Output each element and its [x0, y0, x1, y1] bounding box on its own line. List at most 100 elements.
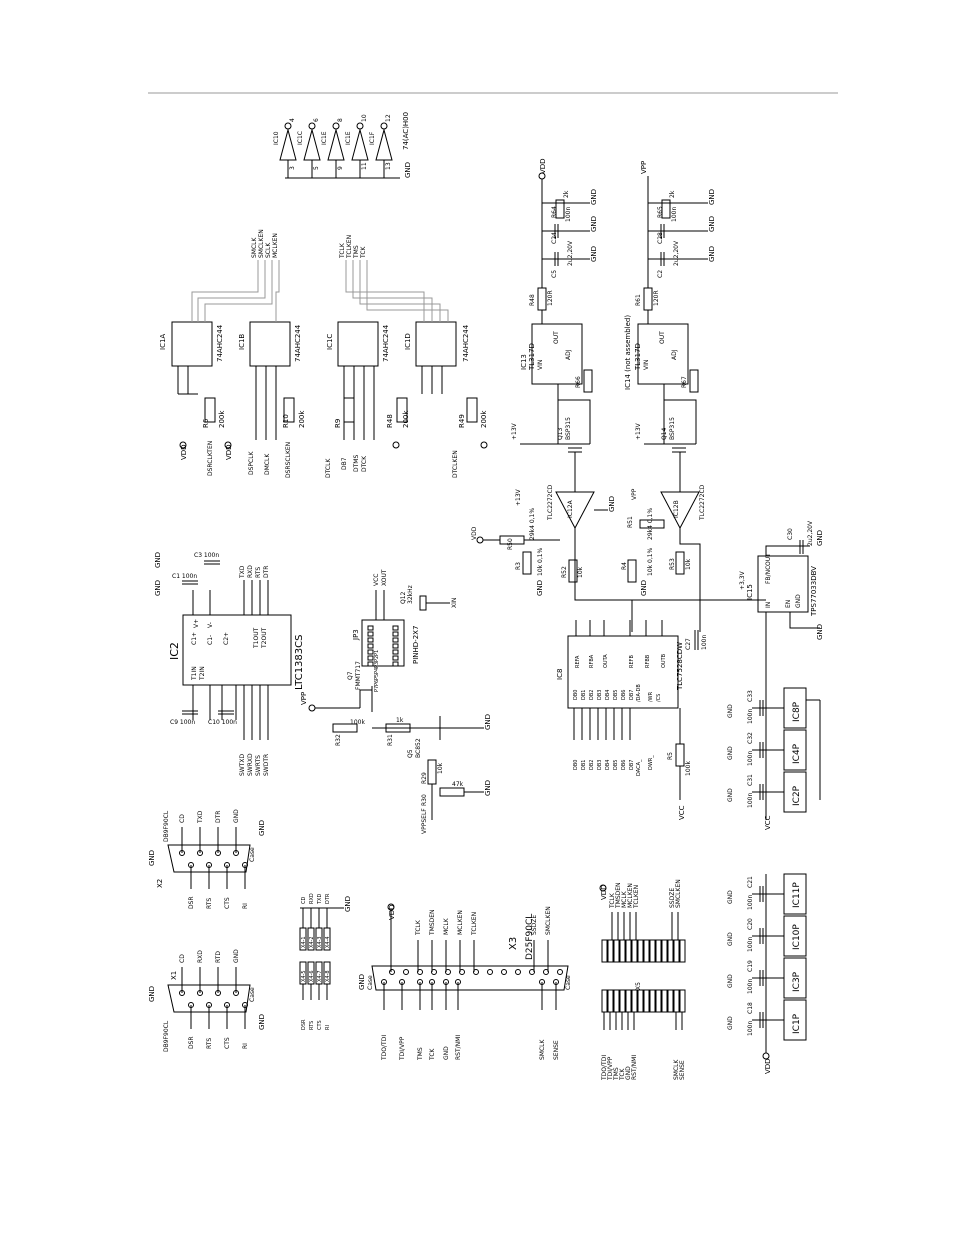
- ic8-in-label: RFBA: [589, 654, 595, 668]
- ic8-net-label: DB0: [573, 760, 579, 770]
- bus-sclk: SCLK: [265, 242, 272, 258]
- db7-label: DB7: [341, 457, 348, 470]
- x5-pin: [601, 989, 608, 1013]
- buffer-pin-in: 5: [313, 166, 320, 170]
- ic1d-ref: IC1D: [404, 333, 412, 350]
- x4-sig-label: CD: [301, 897, 307, 904]
- r3-val: 10k 0,1%: [537, 547, 544, 576]
- jp3-pin-label: P5: [374, 674, 380, 680]
- pin-c2p: C2+: [223, 632, 230, 645]
- pin-t2in: T2IN: [199, 666, 206, 681]
- bus-wires: SMCLK SMCLKEN SCLK MCLKEN TCLK TCLKEN TM…: [191, 229, 449, 322]
- ic14-part: TL317D: [634, 343, 642, 371]
- jp3-pin-a: [367, 637, 374, 643]
- decoupling-ic-ref: IC2P: [792, 785, 802, 806]
- ic8-ref: IC8: [556, 669, 564, 680]
- x5-pin: [673, 989, 680, 1013]
- c5-ref: C5: [551, 270, 558, 278]
- ic8-dadb: /DA-DB: [636, 684, 642, 702]
- pin-t1in: T1IN: [191, 666, 198, 681]
- ic15-fb: FB/NC: [765, 566, 772, 584]
- r65-val: 2k: [669, 190, 676, 198]
- x5-pin: [667, 939, 674, 963]
- x5-pin-label: TDI/VPP: [607, 1056, 614, 1081]
- xin-label: XIN: [451, 598, 458, 608]
- r65-gnd: GND: [708, 189, 716, 205]
- q5-ref: Q5: [407, 749, 414, 758]
- db25-pin-label: TDI/VPP: [399, 1036, 406, 1061]
- jp3-pin-a: [367, 661, 374, 667]
- ic15-out: OUT: [765, 553, 772, 566]
- ic13-vin: VIN: [537, 360, 544, 370]
- x4-pin-label: X4-5: [301, 970, 307, 982]
- ic13-vdd: VDD: [539, 158, 547, 174]
- ic15-v: +3,3V: [739, 570, 746, 590]
- db9-pin-label: CD: [179, 814, 186, 823]
- r61-val: 120R: [653, 290, 660, 306]
- decoupling-cap-val: 100n: [747, 1021, 754, 1036]
- ic8-net-label: DB2: [589, 760, 595, 770]
- ic15-gnd: GND: [795, 594, 802, 608]
- x5-pin: [655, 989, 662, 1013]
- ic15-en: EN: [785, 600, 792, 608]
- buffer-bubble: [356, 122, 364, 130]
- ic8-pin-label: DB1: [581, 690, 587, 700]
- x4-sig-label: RTS: [309, 1021, 315, 1030]
- r32-val: 100k: [350, 719, 365, 726]
- x5-pin-label: TDO/TDI: [601, 1055, 608, 1081]
- db25-pin-label: MCLKEN: [457, 910, 464, 935]
- r29-ref: R29: [421, 772, 428, 784]
- x1-label: DB9F90CL: [163, 1020, 170, 1052]
- bus-tclk: TCLK: [339, 242, 346, 259]
- pin-c1m: C1-: [207, 635, 214, 645]
- x1-case: Case: [249, 987, 256, 1002]
- db9-pin-label: RTD: [215, 951, 222, 963]
- c27-ref: C27: [685, 638, 692, 650]
- r49-val: 200k: [480, 410, 488, 428]
- x5-pin-label: SMCLK: [673, 1058, 680, 1080]
- r4-val: 10k 0,1%: [647, 547, 654, 576]
- jp3-pin-b: [392, 637, 399, 643]
- buffer-bubble: [284, 122, 292, 130]
- x5-pin: [613, 939, 620, 963]
- ic8-pin-label: DB7: [629, 690, 635, 700]
- r3-gnd: GND: [536, 580, 544, 596]
- x5-pin: [625, 989, 632, 1013]
- x2-gnd: GND: [148, 850, 156, 866]
- txd-label: TXD: [239, 565, 246, 579]
- x4-pin-label: X4-6: [309, 970, 315, 982]
- ic1a-part: 74AHC244: [216, 324, 224, 362]
- x5-pin-label: SMCLKEN: [675, 879, 682, 908]
- r4-gnd: GND: [640, 580, 648, 596]
- x4-pin-label: X4-1: [301, 936, 307, 948]
- x5-ref: X5: [635, 982, 642, 990]
- x5-pin: [637, 989, 644, 1013]
- x3-gnd: GND: [358, 974, 366, 990]
- jp3-pin-label: P1: [374, 650, 380, 656]
- decoupling-ic-ref: IC8P: [792, 701, 802, 722]
- db25-pin-label: MCLK: [443, 917, 450, 935]
- jp3-pin-b: [392, 661, 399, 667]
- ic8-in-label: REFB: [629, 654, 635, 668]
- buffer-ref: IC1C: [297, 131, 304, 145]
- buffer-ref: IC1E: [321, 131, 328, 145]
- buffer-ref: IC1F: [369, 131, 376, 145]
- vpp-label: VPP: [300, 692, 308, 705]
- dtms-label: DTMS: [353, 455, 360, 472]
- buffer-pin-in: 3: [289, 166, 296, 170]
- x5-pin: [643, 989, 650, 1013]
- buffer-pin-out: 12: [385, 114, 392, 122]
- ic1d-part: 74AHC244: [462, 324, 470, 362]
- jp3-pin-b: [392, 625, 399, 631]
- ic1a-244: IC1A 74AHC244 R6 200k VDD DSRCLKTEN VDD: [159, 321, 233, 476]
- decoupling-cap-val: 100n: [747, 895, 754, 910]
- db9-pin-label: RTS: [206, 1038, 213, 1049]
- pin-t2out: T2OUT: [261, 627, 268, 649]
- r29-val: 10k: [437, 762, 444, 774]
- ic12b-ref: IC12B: [673, 500, 680, 518]
- x5-pin: [601, 939, 608, 963]
- q14-part: BSP315: [669, 417, 676, 440]
- r51-val: 29k4 0,1%: [647, 508, 654, 540]
